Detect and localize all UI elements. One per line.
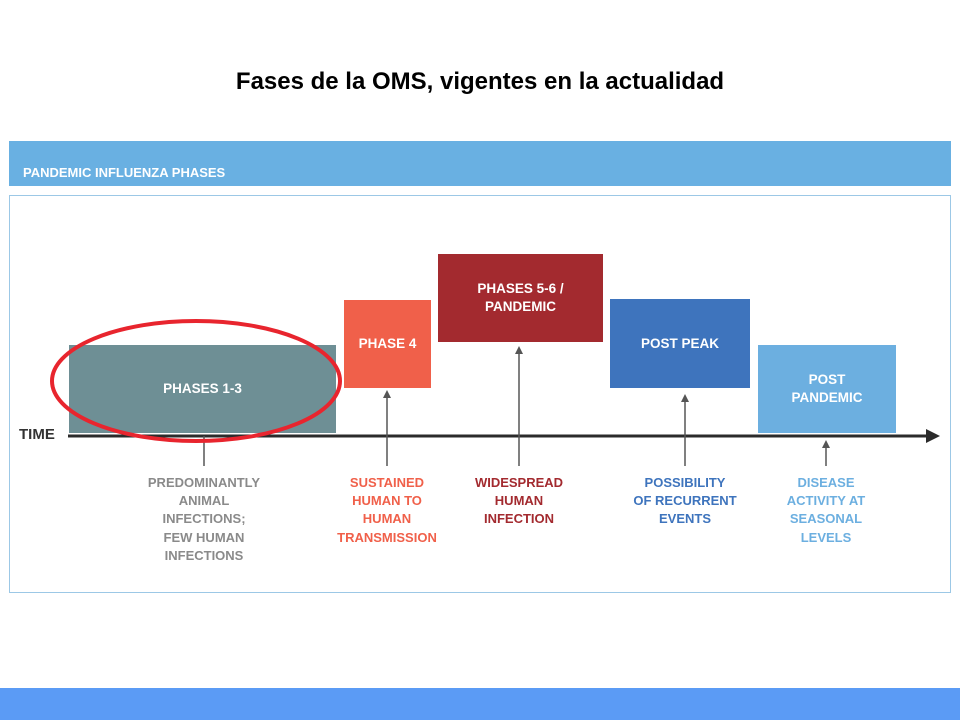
slide-footer-bar [0, 688, 960, 720]
phase-box-post-peak: POST PEAK [610, 299, 750, 388]
phase-label-1-3: PHASES 1-3 [163, 381, 242, 397]
time-axis-arrowhead [926, 429, 940, 443]
pointer-arrowhead-phase-4 [383, 390, 391, 398]
phase-box-4: PHASE 4 [344, 300, 431, 388]
phase-box-1-3: PHASES 1-3 [69, 345, 336, 433]
pointer-arrowhead-post-pandemic [822, 440, 830, 448]
figure-header-title: PANDEMIC INFLUENZA PHASES [23, 165, 226, 180]
description-phases-5-6: WIDESPREAD HUMAN INFECTION [474, 475, 564, 527]
phase-label-5-6: PHASES 5-6 / PANDEMIC [477, 281, 564, 314]
description-phase-4: SUSTAINED HUMAN TO HUMAN TRANSMISSION [337, 475, 437, 545]
figure-header-bar: PANDEMIC INFLUENZA PHASES [9, 141, 951, 186]
phase-label-post-peak: POST PEAK [640, 335, 719, 351]
description-phases-1-3: PREDOMINANTLY ANIMAL INFECTIONS; FEW HUM… [147, 475, 261, 563]
phase-label-4: PHASE 4 [358, 336, 417, 352]
description-post-pandemic: DISEASE ACTIVITY AT SEASONAL LEVELS [786, 475, 866, 545]
time-axis-label: TIME [19, 426, 55, 443]
slide-title: Fases de la OMS, vigentes en la actualid… [235, 68, 725, 95]
pointer-arrowhead-phases-5-6 [515, 346, 523, 354]
phase-label-post-pandemic: POST PANDEMIC [791, 372, 863, 405]
phase-box-5-6: PHASES 5-6 / PANDEMIC [438, 254, 603, 342]
phase-box-post-pandemic: POST PANDEMIC [758, 345, 896, 433]
pointer-arrowhead-post-peak [681, 394, 689, 402]
description-post-peak: POSSIBILITY OF RECURRENT EVENTS [633, 475, 737, 527]
